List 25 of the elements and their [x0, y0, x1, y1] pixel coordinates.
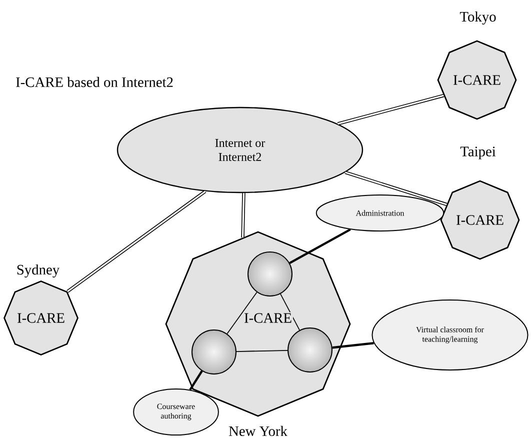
speech-bubble: Courseware authoring	[133, 388, 219, 436]
module-sphere	[192, 330, 236, 374]
connector-line	[236, 350, 288, 352]
module-sphere	[288, 328, 332, 372]
callout-tail	[189, 370, 203, 390]
callout-tail	[332, 342, 374, 349]
network-link	[337, 94, 444, 126]
city-label: Tokyo	[460, 11, 496, 25]
city-label: Sydney	[17, 264, 60, 278]
site-octagon: I-CARE	[437, 40, 517, 120]
module-sphere	[248, 252, 292, 296]
network-label: I-CARE based on Internet2	[16, 76, 173, 88]
city-label: Taipei	[460, 146, 496, 160]
speech-bubble: Virtual classroom for teaching/learning	[372, 300, 528, 370]
site-octagon: I-CARE	[440, 180, 520, 260]
network-link	[241, 193, 246, 238]
connector-line	[226, 292, 258, 334]
network-link	[344, 170, 448, 206]
site-octagon: I-CARE	[4, 280, 78, 356]
network-link	[66, 190, 206, 293]
connector-line	[280, 293, 300, 331]
speech-bubble: Administration	[316, 194, 444, 232]
city-label: New York	[228, 426, 288, 436]
site-label: I-CARE	[243, 312, 293, 324]
callout-tail	[289, 228, 351, 264]
